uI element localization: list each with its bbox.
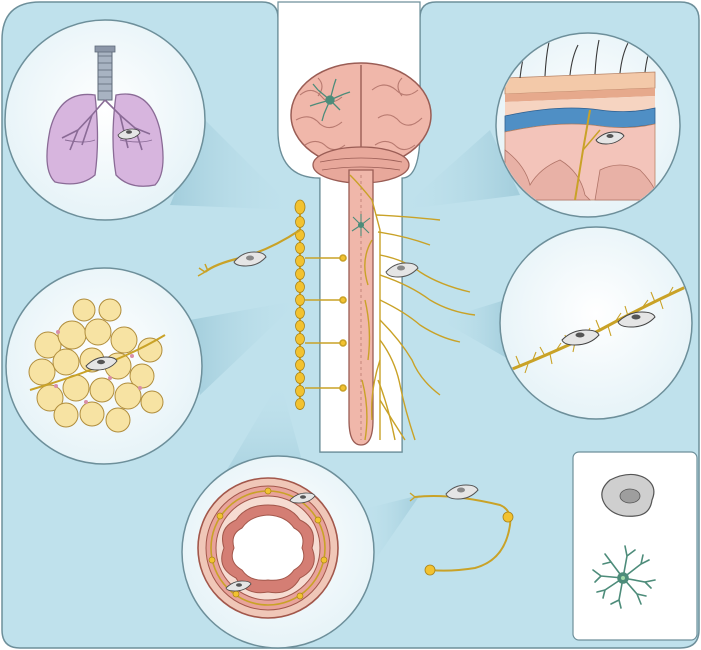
chain-cord-connections xyxy=(305,254,347,392)
beam-skin xyxy=(400,130,520,210)
lung-organ-inset xyxy=(4,19,206,221)
sympathetic-chain xyxy=(294,199,306,410)
gut-wall-inset xyxy=(181,455,375,649)
schwann-cell-myelin-2 xyxy=(617,311,656,328)
beam-myelin xyxy=(440,300,510,360)
cord-astrocyte xyxy=(351,214,371,236)
brain-astrocyte xyxy=(309,78,351,122)
peripheral-nerves-right xyxy=(349,174,476,441)
beam-fat xyxy=(190,300,300,395)
left-sympathetic-fiber xyxy=(197,229,301,277)
schwann-cell-myelin-1 xyxy=(561,329,600,346)
astrocyte-glyph xyxy=(592,545,656,609)
cell-legend xyxy=(572,451,698,641)
myelinated-nerve-inset xyxy=(499,226,693,420)
brain xyxy=(290,62,432,184)
enteric-connector-fiber xyxy=(409,484,514,576)
adipose-tissue-inset xyxy=(5,267,203,465)
skin-hair-inset xyxy=(495,32,681,218)
satellite-cell-glyph xyxy=(601,473,655,517)
beam-gut-right xyxy=(360,495,420,560)
